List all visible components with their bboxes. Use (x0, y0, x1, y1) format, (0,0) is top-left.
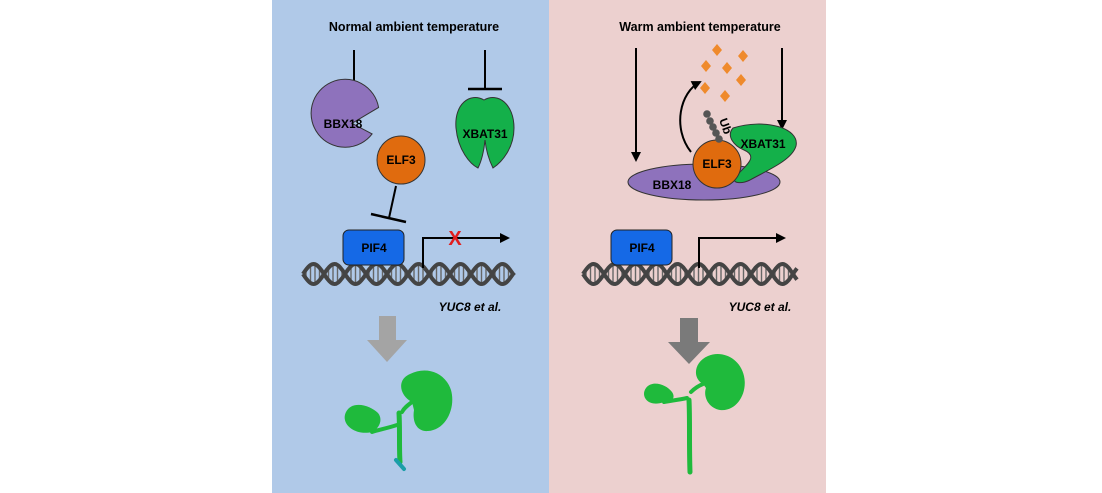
left-elf3-protein (376, 135, 426, 185)
left-seedling (344, 370, 453, 471)
right-seedling (644, 354, 745, 475)
right-down-arrow (668, 318, 710, 364)
right-ub-label: Ub (716, 116, 735, 136)
right-target-genes-label: YUC8 et al. (729, 300, 792, 314)
left-panel-background (272, 0, 549, 493)
left-pif4-label: PIF4 (361, 241, 387, 255)
left-xbat31-protein (455, 97, 515, 169)
right-elf3-label: ELF3 (702, 157, 732, 171)
dna-strand (581, 261, 799, 287)
dna-strand (581, 261, 799, 287)
right-xbat31-protein (729, 123, 797, 184)
right-dna-helix (581, 261, 799, 287)
left-elf3-label: ELF3 (386, 153, 416, 167)
left-pif4-protein (342, 229, 405, 266)
right-curved-arrow (679, 81, 702, 153)
left-transcription-arrow (422, 233, 510, 268)
left-down-arrow (367, 316, 407, 362)
dna-strand (301, 261, 516, 287)
left-panel: Normal ambient temperature BBX18 XBAT31 … (272, 0, 549, 493)
left-xbat31-label: XBAT31 (462, 127, 507, 141)
left-bbx18-label: BBX18 (324, 117, 363, 131)
right-degradation-fragments (700, 44, 748, 102)
right-ubiquitin-chain (703, 110, 723, 143)
left-bbx18-protein (310, 78, 380, 148)
left-blocked-x-mark: X (448, 228, 462, 250)
right-pif4-protein (610, 229, 673, 266)
right-transcription-arrow (698, 233, 786, 268)
right-panel-title: Warm ambient temperature (619, 20, 780, 34)
right-xbat31-label: XBAT31 (740, 137, 785, 151)
right-bbx18-label: BBX18 (653, 178, 692, 192)
left-target-genes-label: YUC8 et al. (439, 300, 502, 314)
right-pif4-label: PIF4 (629, 241, 655, 255)
right-panel: Warm ambient temperature BBX18 XBAT31 EL… (549, 0, 826, 493)
left-panel-title: Normal ambient temperature (329, 20, 499, 34)
left-elf3-inhibits-pif4 (370, 185, 407, 224)
left-dna-helix (301, 261, 516, 287)
left-inhibit-xbat31 (468, 50, 502, 91)
